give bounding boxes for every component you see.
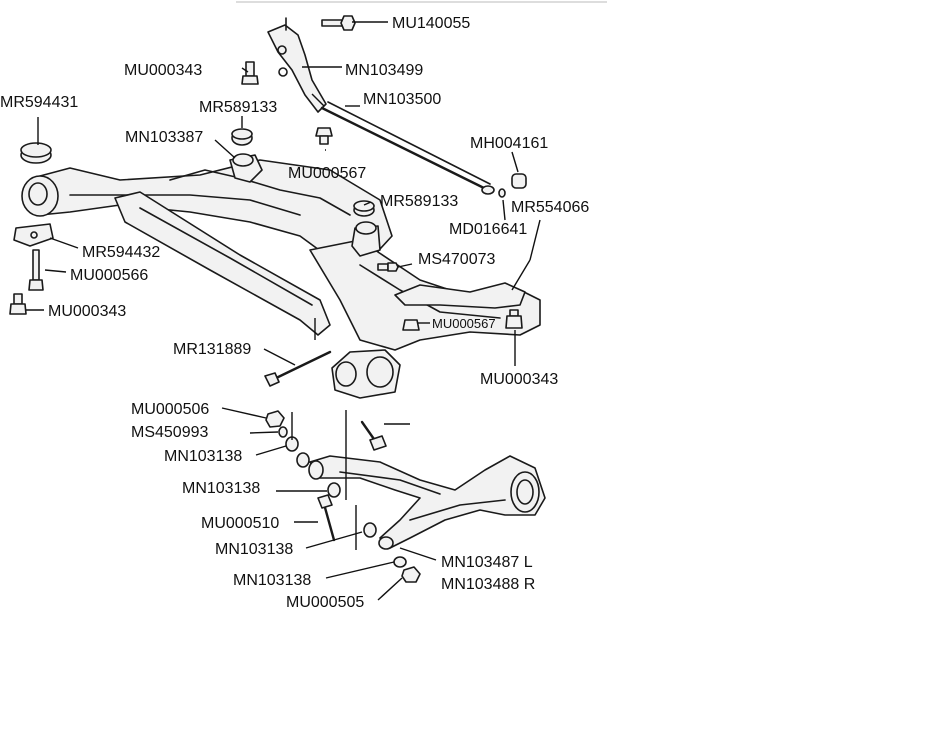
label-MR594431: MR594431 <box>0 94 78 111</box>
mount-MR589133-top <box>231 128 253 146</box>
nut-MU000567-mid <box>402 319 420 331</box>
label-MU000343-top: MU000343 <box>124 62 202 79</box>
label-MU000567-mid: MU000567 <box>432 316 496 331</box>
label-MU000566: MU000566 <box>70 267 148 284</box>
leader-lines <box>26 21 541 601</box>
nut-MU000506 <box>265 410 285 428</box>
label-MN103500: MN103500 <box>363 91 441 108</box>
crossmember-assembly <box>21 153 541 399</box>
label-MR594432: MR594432 <box>82 244 160 261</box>
washer-MN103138-3 <box>327 482 341 498</box>
label-MR554066: MR554066 <box>511 199 589 216</box>
washer-MN103138-2 <box>296 452 310 468</box>
bolt-MR131889 <box>264 350 332 387</box>
nut-MU000343-right <box>505 309 523 329</box>
bolt-MU000510 <box>317 494 336 542</box>
upper-link <box>267 17 327 113</box>
label-MS470073: MS470073 <box>418 251 495 268</box>
label-MN103138-1: MN103138 <box>164 448 242 465</box>
label-MN103488: MN103488 R <box>441 576 535 593</box>
label-MU000506: MU000506 <box>131 401 209 418</box>
label-MU000343-right: MU000343 <box>480 371 558 388</box>
label-MN103138-2: MN103138 <box>182 480 260 497</box>
label-MR589133-mid: MR589133 <box>380 193 458 210</box>
label-MN103387: MN103387 <box>125 129 203 146</box>
label-MU000505: MU000505 <box>286 594 364 611</box>
label-MU000567-top: MU000567 <box>288 165 366 182</box>
label-MS450993: MS450993 <box>131 424 208 441</box>
center-mount <box>229 153 381 257</box>
label-MN103138-4: MN103138 <box>233 572 311 589</box>
front-bushing <box>331 349 401 399</box>
nut-MU000343-left <box>9 293 27 315</box>
mount-MR589133-mid <box>353 200 375 217</box>
nut-MU000567-top <box>315 127 333 145</box>
label-MN103487: MN103487 L <box>441 554 533 571</box>
mount-MR594431 <box>20 142 52 164</box>
washer-MD016641 <box>498 188 506 198</box>
label-MN103499: MN103499 <box>345 62 423 79</box>
bushing-MH004161 <box>511 173 527 189</box>
bolt-MU000566 <box>28 249 44 291</box>
label-MR131889: MR131889 <box>173 341 251 358</box>
label-MR589133-top: MR589133 <box>199 99 277 116</box>
washer-MS450993 <box>278 426 288 438</box>
nut-MU000505 <box>401 566 421 583</box>
label-MN103138-3: MN103138 <box>215 541 293 558</box>
part-labels: MU140055 MU000343 MN103499 MR594431 MR58… <box>0 15 589 611</box>
bolt-MS470073 <box>377 262 399 272</box>
label-MU140055: MU140055 <box>392 15 470 32</box>
washer-MN103138-5 <box>393 556 407 568</box>
rod-MN103500 <box>320 101 495 195</box>
label-MU000343-left: MU000343 <box>48 303 126 320</box>
label-MH004161: MH004161 <box>470 135 548 152</box>
lower-control-arm <box>308 455 546 550</box>
bolt-MU140055 <box>321 15 356 31</box>
bolt-top-lower <box>360 420 387 451</box>
nut-MU000343-top <box>241 61 259 85</box>
washer-MN103138-4 <box>363 522 377 538</box>
plate-MR594432 <box>13 223 54 247</box>
left-bushing <box>21 175 59 217</box>
label-MD016641: MD016641 <box>449 221 527 238</box>
label-MU000510: MU000510 <box>201 515 279 532</box>
